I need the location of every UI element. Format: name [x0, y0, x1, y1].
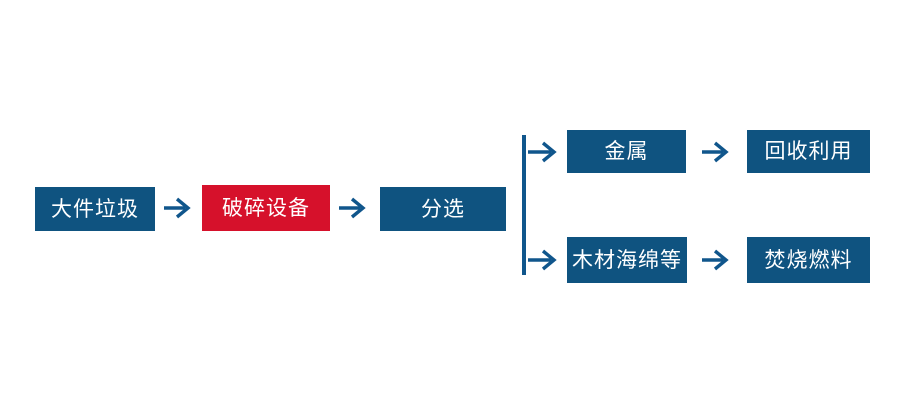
node-crushing-equipment: 破碎设备	[202, 185, 330, 231]
branch-arrow-top-icon	[527, 139, 559, 165]
node-label: 回收利用	[764, 140, 853, 163]
node-sorting: 分选	[380, 187, 506, 231]
node-recycling: 回收利用	[747, 130, 870, 173]
branch-connector-line	[522, 135, 526, 275]
node-label: 破碎设备	[222, 196, 310, 220]
node-wood-sponge-etc: 木材海绵等	[567, 237, 687, 283]
right-arrow-icon	[699, 247, 731, 273]
right-arrow-icon	[699, 139, 731, 165]
node-metal: 金属	[567, 130, 686, 173]
node-label: 金属	[604, 140, 649, 163]
branch-arrow-bottom-icon	[527, 247, 559, 273]
node-label: 焚烧燃料	[764, 248, 853, 272]
right-arrow-icon	[161, 195, 193, 221]
node-bulky-waste: 大件垃圾	[35, 187, 155, 231]
node-label: 大件垃圾	[51, 197, 139, 221]
node-incineration-fuel: 焚烧燃料	[747, 237, 870, 283]
node-label: 木材海绵等	[572, 248, 682, 272]
right-arrow-icon	[336, 195, 368, 221]
node-label: 分选	[421, 197, 465, 221]
